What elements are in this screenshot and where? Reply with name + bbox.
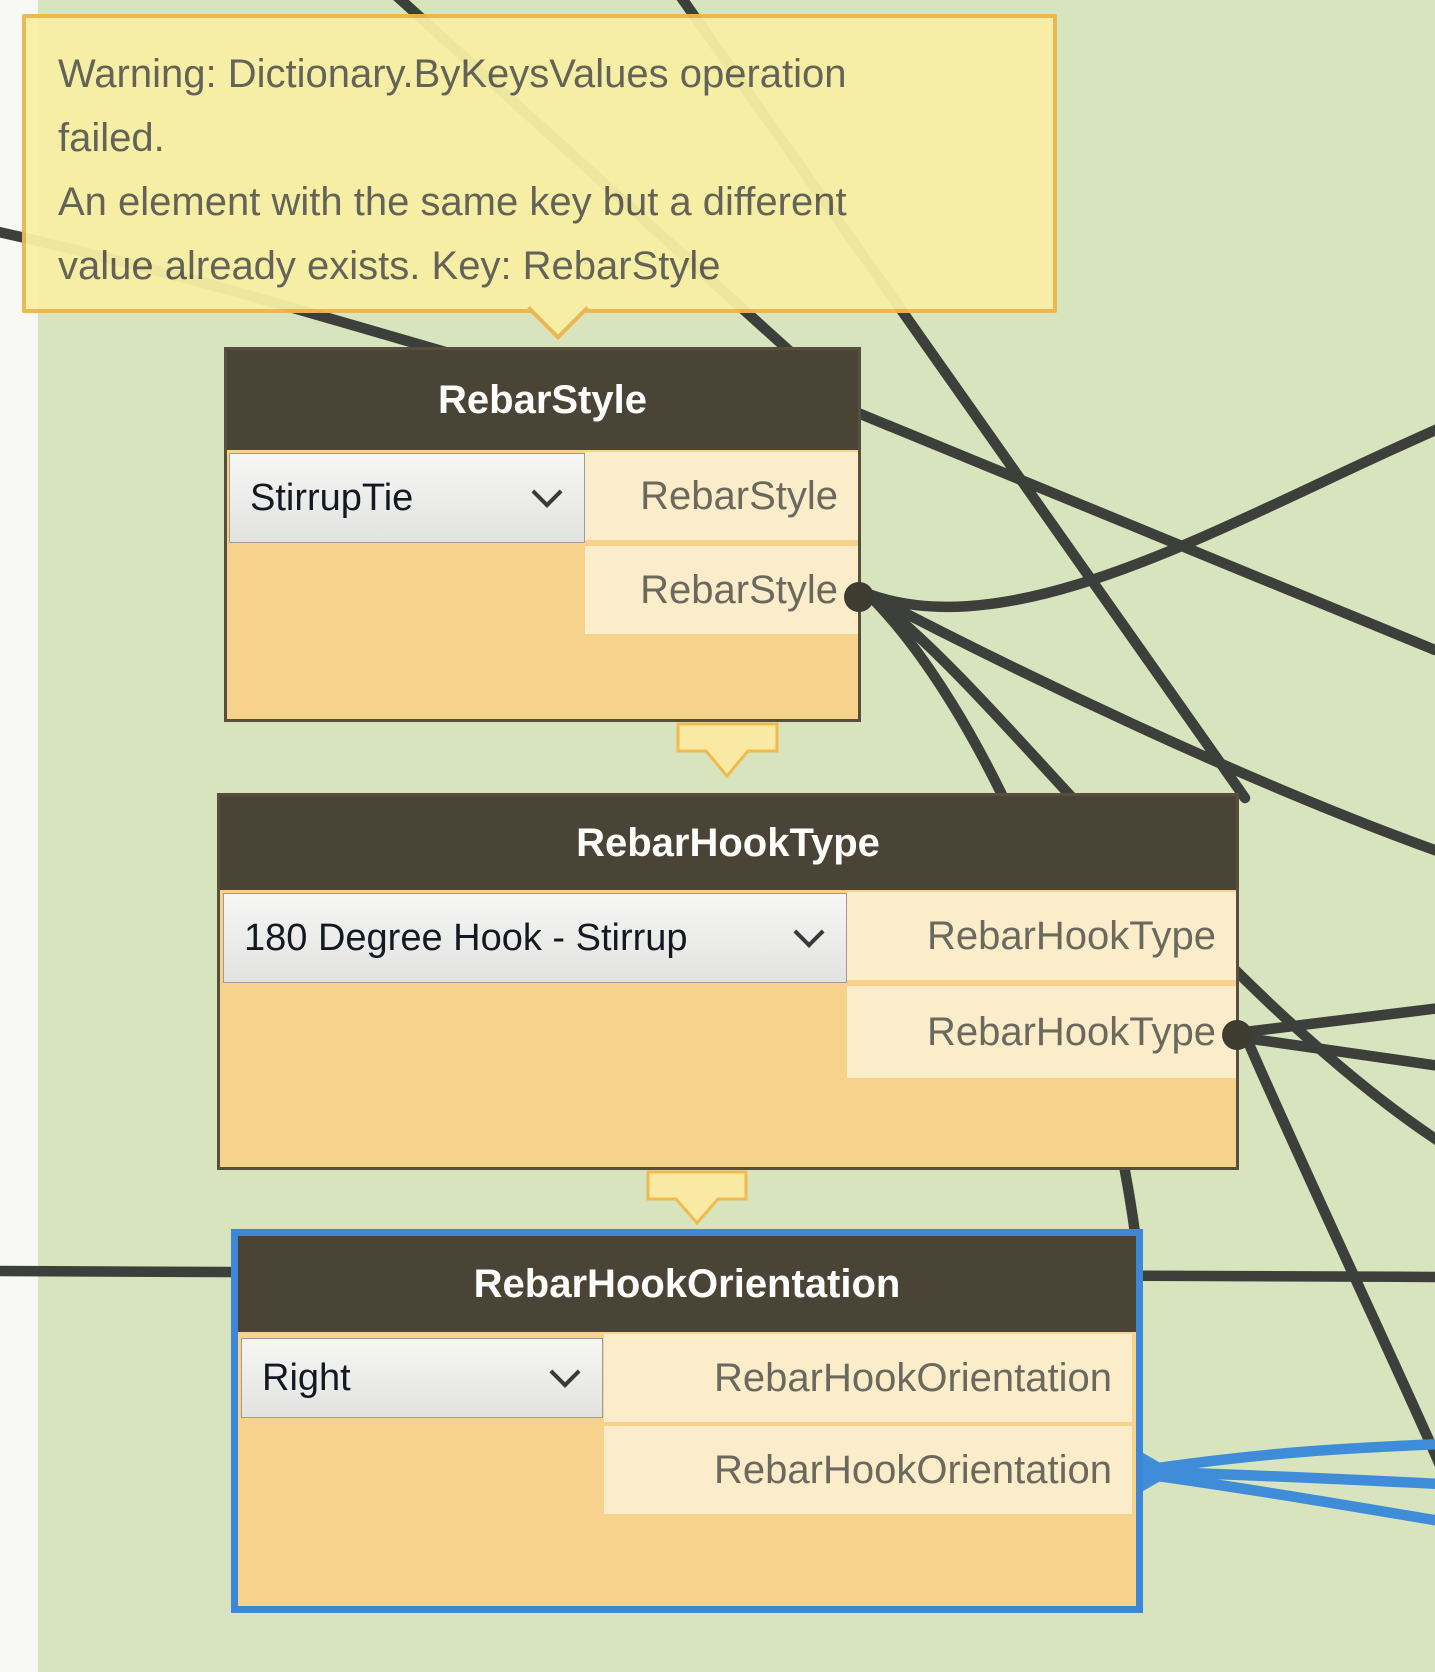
node-rebar-hook-type[interactable]: RebarHookType 180 Degree Hook - Stirrup …	[217, 793, 1252, 1170]
rebar-hook-orientation-dropdown[interactable]: Right	[241, 1338, 603, 1418]
wire[interactable]	[1239, 1032, 1435, 1071]
wire-selected[interactable]	[1152, 1470, 1435, 1526]
dropdown-selected-value: 180 Degree Hook - Stirrup	[244, 916, 688, 959]
output-label: RebarHookOrientation	[714, 1447, 1112, 1492]
node-rebar-style[interactable]: RebarStyle StirrupTie RebarStyle RebarSt…	[224, 347, 874, 722]
output-label: RebarStyle	[640, 473, 838, 518]
selection-highlight: RebarHookOrientation Right RebarHookOrie…	[231, 1229, 1143, 1613]
wire[interactable]	[1239, 1003, 1435, 1038]
warning-line: failed.	[58, 116, 165, 160]
node-rebar-hook-orientation[interactable]: RebarHookOrientation Right RebarHookOrie…	[238, 1236, 1136, 1606]
warning-tooltip: Warning: Dictionary.ByKeysValues operati…	[22, 14, 1057, 341]
dropdown-selected-value: StirrupTie	[250, 476, 414, 519]
rebar-hook-type-dropdown[interactable]: 180 Degree Hook - Stirrup	[223, 893, 847, 983]
wire-selected[interactable]	[1152, 1466, 1435, 1490]
node-title[interactable]: RebarHookOrientation	[238, 1236, 1136, 1332]
node-title[interactable]: RebarHookType	[220, 796, 1236, 890]
output-row: RebarStyle	[585, 452, 858, 540]
warning-tooltip-text: Warning: Dictionary.ByKeysValues operati…	[26, 18, 1053, 298]
output-row: RebarHookType	[847, 892, 1236, 980]
output-row: RebarHookOrientation	[604, 1334, 1132, 1422]
output-label: RebarHookOrientation	[714, 1355, 1112, 1400]
warning-line: value already exists. Key: RebarStyle	[58, 244, 721, 288]
wire-selected[interactable]	[1152, 1438, 1435, 1474]
output-port[interactable]	[844, 582, 874, 612]
output-row: RebarStyle	[585, 546, 858, 634]
output-label: RebarStyle	[640, 567, 838, 612]
warning-line: An element with the same key but a diffe…	[58, 180, 847, 224]
wire[interactable]	[862, 424, 1435, 613]
output-label: RebarHookType	[926, 1009, 1216, 1054]
output-port[interactable]	[1222, 1020, 1252, 1050]
rebar-style-dropdown[interactable]: StirrupTie	[229, 453, 585, 543]
warning-bubble-pointer[interactable]	[646, 1170, 748, 1226]
wire[interactable]	[1239, 1029, 1435, 1470]
warning-line: Warning: Dictionary.ByKeysValues operati…	[58, 52, 847, 96]
dropdown-selected-value: Right	[262, 1356, 351, 1399]
output-row: RebarHookOrientation	[604, 1426, 1132, 1514]
output-row: RebarHookType	[847, 986, 1236, 1078]
node-title[interactable]: RebarStyle	[227, 350, 858, 450]
wire[interactable]	[862, 588, 1435, 856]
output-label: RebarHookType	[926, 913, 1216, 958]
warning-bubble-pointer[interactable]	[676, 722, 779, 779]
